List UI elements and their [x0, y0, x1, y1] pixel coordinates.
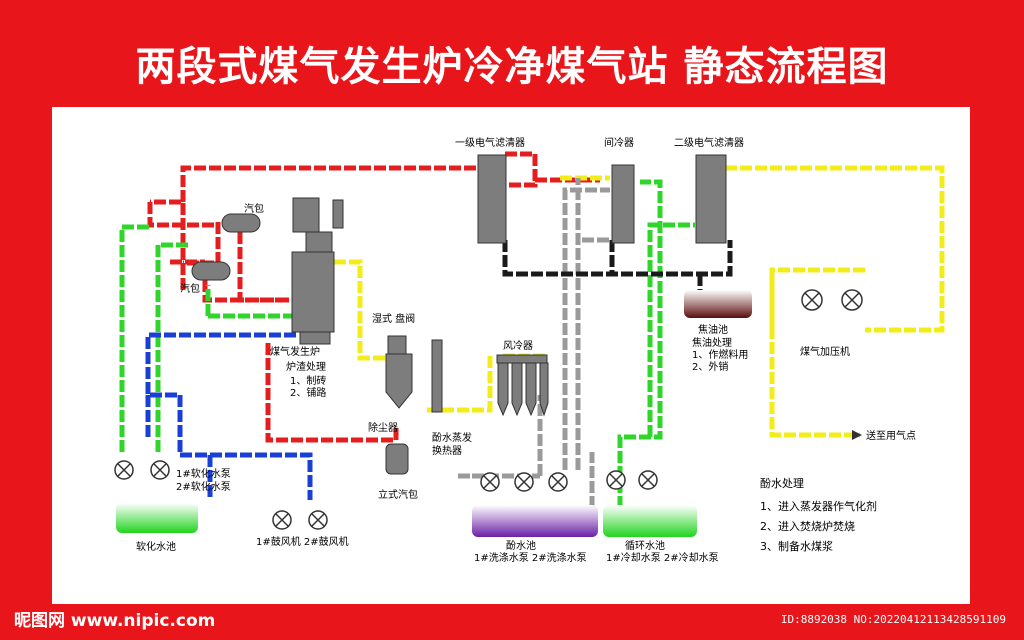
cool-pump-2 — [638, 470, 658, 490]
label-phenol-evap-2: 换热器 — [432, 444, 462, 457]
steam-drum-top — [221, 213, 261, 233]
label-tar-2: 2、外销 — [692, 360, 728, 373]
dust-cyclone — [385, 353, 413, 409]
pipe-yellow-top — [560, 165, 945, 333]
label-phenol-3: 3、制备水煤浆 — [760, 539, 833, 553]
label-soft-pump-2: 2#软化水泵 — [176, 480, 231, 493]
pumps — [114, 289, 863, 530]
heat-exchanger — [431, 339, 443, 413]
pipe-red-main — [150, 165, 486, 290]
label-vertical-drum: 立式汽包 — [378, 488, 418, 501]
label-gasifier: 煤气发生炉 — [270, 345, 320, 358]
wet-valve — [387, 335, 407, 355]
gasifier-hopper — [292, 197, 320, 233]
label-cool-pumps: 1#冷却水泵 2#冷却水泵 — [606, 551, 719, 564]
filter2 — [695, 154, 727, 244]
intercooler — [611, 164, 635, 244]
label-drum-top: 汽包 — [244, 202, 264, 215]
gasifier-base — [299, 331, 331, 345]
gasifier-neck — [305, 231, 333, 253]
soft-pump-1 — [114, 460, 134, 480]
label-cycle-pool: 循环水池 — [625, 539, 665, 552]
wash-pump-2 — [514, 472, 534, 492]
label-tar-title: 焦油处理 — [692, 336, 732, 349]
cycle-pool — [603, 505, 697, 537]
wash-pump-3 — [548, 472, 568, 492]
air-cooler-body — [497, 362, 549, 417]
labels: 一级电气滤清器 间冷器 二级电气滤清器 汽包 汽包 煤气发生炉 炉渣处理 1、制… — [136, 136, 916, 564]
image-id: ID:8892038 NO:20220412113428591109 — [780, 613, 1006, 626]
pipe-red-loop — [170, 259, 290, 303]
pipe-green-soft — [119, 224, 296, 452]
blower-2 — [308, 510, 328, 530]
pipe-grey-wash — [562, 178, 610, 470]
pipe-yellow-send — [769, 267, 865, 438]
soft-water-pool — [116, 503, 198, 533]
label-wash-pumps: 1#洗涤水泵 2#洗涤水泵 — [474, 551, 587, 564]
equipment — [191, 154, 727, 475]
booster-1 — [801, 289, 823, 311]
label-tar-pool: 焦油池 — [698, 323, 728, 336]
label-slag-2: 2、铺路 — [290, 386, 326, 399]
label-soft-pump-1: 1#软化水泵 — [176, 467, 231, 480]
pipe-red-drum — [147, 202, 290, 303]
phenol-pool — [472, 505, 598, 537]
steam-drum-bottom — [191, 261, 231, 281]
label-air-cooler: 风冷器 — [503, 339, 533, 352]
watermark: 昵图网 www.nipic.com — [14, 611, 216, 631]
tar-pool — [684, 290, 752, 318]
label-booster: 煤气加压机 — [800, 345, 850, 358]
label-phenol-2: 2、进入焚烧炉焚烧 — [760, 520, 855, 533]
label-phenol-pool: 酚水池 — [506, 539, 536, 552]
label-wet-valve: 湿式 盘阀 — [372, 312, 415, 325]
send-arrow — [852, 430, 862, 440]
pipe-black-tar — [502, 240, 733, 290]
label-filter1: 一级电气滤清器 — [455, 136, 525, 149]
label-dust: 除尘器 — [368, 421, 398, 434]
label-phenol-evap-1: 酚水蒸发 — [432, 431, 472, 444]
gasifier-pipe — [332, 199, 344, 229]
pipe-grey-phenol — [455, 395, 595, 508]
label-filter2: 二级电气滤清器 — [674, 136, 744, 149]
pipe-yellow-gas — [334, 259, 386, 361]
cool-pump-1 — [606, 470, 626, 490]
label-tar-1: 1、作燃料用 — [692, 348, 748, 361]
label-blower: 1#鼓风机 2#鼓风机 — [256, 535, 349, 548]
label-phenol-1: 1、进入蒸发器作气化剂 — [760, 499, 877, 513]
booster-2 — [841, 289, 863, 311]
filter1 — [477, 154, 507, 244]
label-slag-1: 1、制砖 — [290, 374, 326, 387]
vertical-drum — [385, 443, 409, 475]
wash-pump-1 — [480, 472, 500, 492]
label-send: 送至用气点 — [866, 429, 916, 442]
label-intercooler: 间冷器 — [604, 136, 634, 149]
label-soft-pool: 软化水池 — [136, 540, 176, 553]
pipe-green-cycle — [617, 179, 695, 508]
soft-pump-2 — [150, 460, 170, 480]
label-phenol-title: 酚水处理 — [760, 476, 804, 490]
label-drum-bottom: 汽包 — [180, 282, 200, 295]
air-cooler-top — [496, 354, 548, 364]
gasifier-body — [291, 251, 335, 333]
pipes — [119, 151, 945, 508]
pools — [116, 290, 752, 537]
pipe-blue-air — [145, 332, 313, 500]
label-slag-title: 炉渣处理 — [286, 360, 326, 373]
pipe-red-slag — [265, 343, 399, 443]
blower-1 — [272, 510, 292, 530]
page-title: 两段式煤气发生炉冷净煤气站 静态流程图 — [135, 44, 889, 90]
